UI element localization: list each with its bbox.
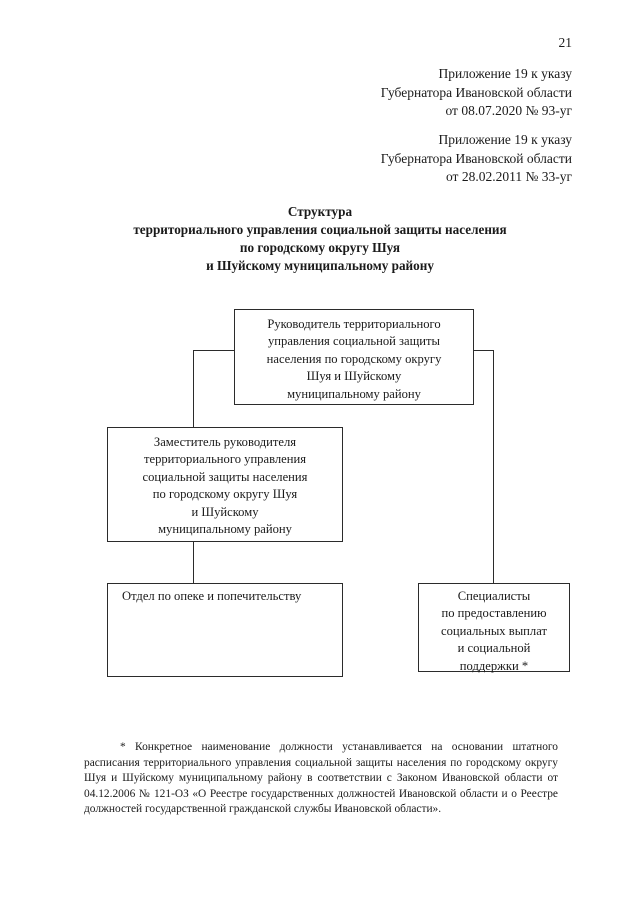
org-node-line: социальной защиты населения	[142, 469, 308, 484]
org-node-line: муниципальному району	[287, 386, 421, 401]
page-number: 21	[558, 35, 573, 50]
page-title-line: Структура	[287, 204, 353, 219]
decree-reference-line: от 08.07.2020 № 93-уг	[445, 103, 572, 118]
decree-reference-1: Приложение 19 к указу Губернатора Иванов…	[381, 65, 572, 121]
page-title-line: территориального управления социальной з…	[133, 222, 507, 237]
org-node-line: управления социальной защиты	[268, 334, 440, 349]
connector-head-to-deputy	[193, 350, 234, 352]
org-node-line: поддержки *	[459, 658, 529, 673]
connector-head-to-deputy	[193, 350, 195, 427]
page-title: Структура территориального управления со…	[0, 203, 640, 275]
footnote: * Конкретное наименование должности уста…	[84, 741, 558, 816]
decree-reference-line: Губернатора Ивановской области	[380, 150, 572, 166]
org-node-line: территориального управления	[143, 452, 306, 467]
decree-reference-line: Приложение 19 к указу	[438, 66, 572, 81]
org-node-line: Заместитель руководителя	[153, 435, 297, 449]
connector-head-to-specialists	[493, 350, 495, 583]
page-title-line: и Шуйскому муниципальному району	[206, 258, 434, 273]
org-node-guardianship-department: Отдел по опеке и попечительству	[107, 583, 343, 677]
org-node-specialists: Специалисты по предоставлению социальных…	[418, 583, 570, 673]
page-title-line: по городскому округу Шуя	[239, 240, 401, 255]
decree-reference-line: Приложение 19 к указу	[438, 132, 572, 147]
decree-reference-2: Приложение 19 к указу Губернатора Иванов…	[381, 131, 572, 187]
decree-reference-line: от 28.02.2011 № 33-уг	[445, 169, 572, 184]
org-node-head: Руководитель территориального управления…	[234, 309, 474, 405]
org-node-line: муниципальному району	[158, 522, 292, 537]
org-node-line: по предоставлению	[441, 606, 547, 621]
connector-deputy-to-otdel	[193, 542, 195, 583]
org-node-deputy: Заместитель руководителя территориальног…	[107, 427, 343, 542]
org-node-line: по городскому округу Шуя	[152, 487, 298, 502]
org-node-line: Шуя и Шуйскому	[306, 369, 402, 384]
connector-head-to-specialists	[474, 350, 494, 352]
org-node-line: социальных выплат	[441, 623, 547, 638]
org-node-line: и социальной	[457, 641, 531, 656]
org-node-line: Отдел по опеке и попечительству	[122, 589, 302, 603]
org-node-line: и Шуйскому	[191, 504, 259, 519]
org-node-line: Специалисты	[457, 589, 531, 603]
org-node-line: Руководитель территориального	[267, 317, 441, 331]
decree-reference-line: Губернатора Ивановской области	[380, 84, 572, 100]
org-node-line: населения по городскому округу	[266, 351, 442, 366]
